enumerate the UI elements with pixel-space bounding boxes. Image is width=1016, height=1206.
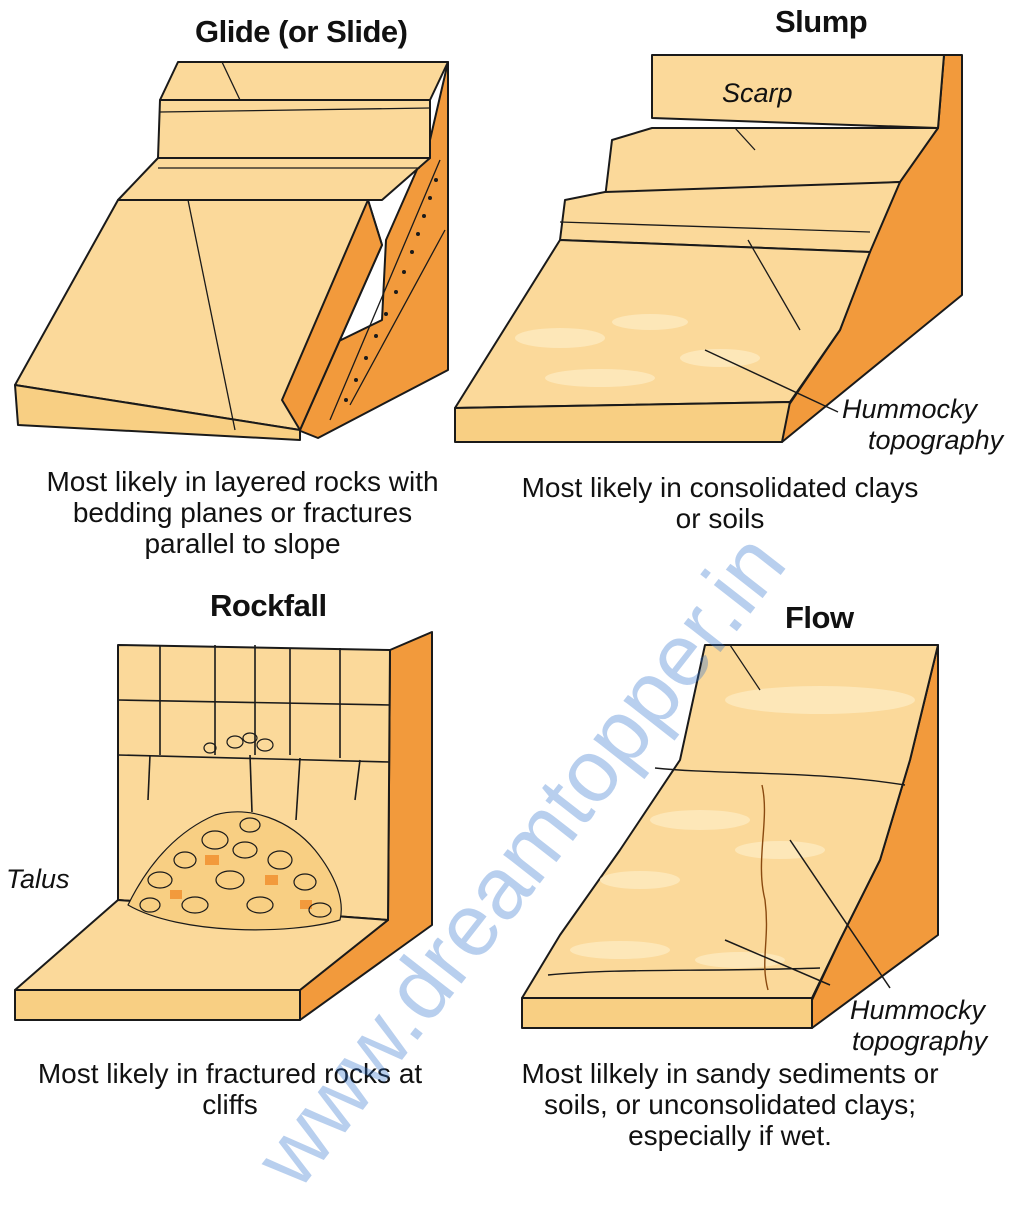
slump-hummocky-label-1: Hummocky: [842, 394, 977, 425]
landslide-types-diagram: Glide (or Slide) Most likely in layered …: [0, 0, 1016, 1154]
flow-caption: Most lilkely in sandy sediments or soils…: [495, 1058, 965, 1151]
flow-block: [522, 645, 938, 1028]
glide-title: Glide (or Slide): [195, 14, 407, 50]
rockfall-title: Rockfall: [210, 588, 327, 624]
flow-hummocky-label-1: Hummocky: [850, 995, 985, 1026]
slump-block: [455, 55, 962, 442]
diagram-artwork: [0, 0, 1016, 1154]
rockfall-block: [15, 632, 432, 1020]
slump-title: Slump: [775, 4, 867, 40]
flow-title: Flow: [785, 600, 854, 636]
slump-hummocky-label-2: topography: [868, 425, 1003, 456]
glide-top-face: [160, 62, 448, 100]
slump-scarp-label: Scarp: [722, 78, 793, 109]
talus-label: Talus: [6, 864, 70, 895]
glide-block: [15, 62, 448, 440]
slump-caption: Most likely in consolidated clays or soi…: [520, 472, 920, 534]
flow-hummocky-label-2: topography: [852, 1026, 987, 1057]
glide-caption: Most likely in layered rocks with beddin…: [40, 466, 445, 559]
rockfall-caption: Most likely in fractured rocks at cliffs: [20, 1058, 440, 1120]
slump-scarp-step: [652, 55, 944, 128]
